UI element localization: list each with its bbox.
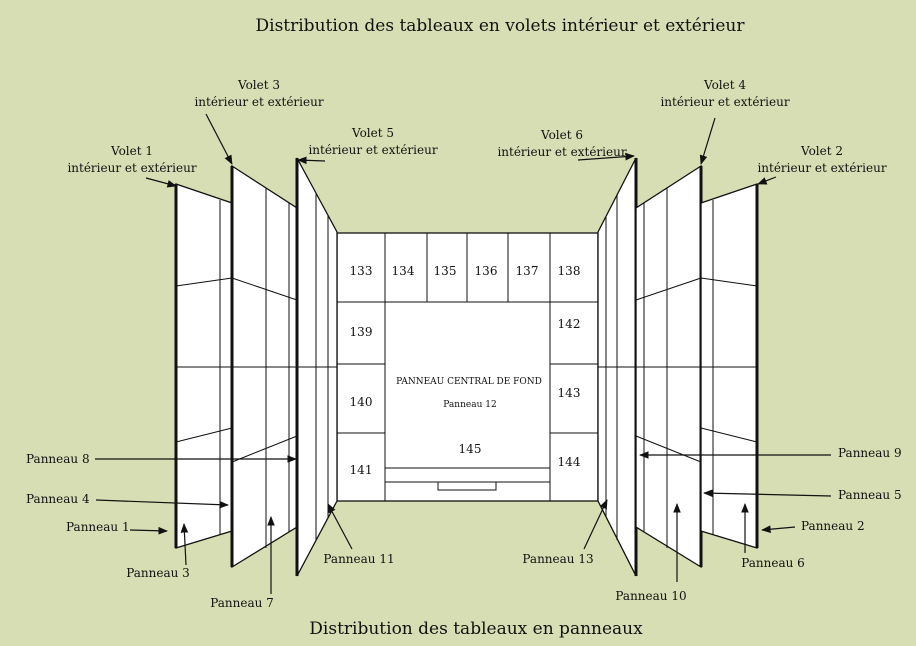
cell-144: 144 — [558, 455, 581, 469]
cell-145: 145 — [459, 442, 482, 456]
cell-133: 133 — [350, 264, 373, 278]
volet-3-sub: intérieur et extérieur — [194, 95, 323, 109]
cell-141: 141 — [350, 463, 373, 477]
cell-139: 139 — [350, 325, 373, 339]
panneau-2-label: Panneau 2 — [801, 519, 865, 533]
volet-2-sub: intérieur et extérieur — [757, 161, 886, 175]
volet-3-label: Volet 3 — [237, 78, 280, 92]
volet-3-arrow — [205, 113, 233, 165]
cell-135: 135 — [434, 264, 457, 278]
central-panel-title: PANNEAU CENTRAL DE FOND — [396, 377, 542, 387]
panneau-7-label: Panneau 7 — [210, 596, 274, 610]
panneau-1-label: Panneau 1 — [66, 520, 130, 534]
volet-6-arrow — [577, 152, 635, 161]
volet-4-arrow — [699, 117, 716, 165]
panneau-5-label: Panneau 5 — [838, 488, 902, 502]
panneau-13-label: Panneau 13 — [522, 552, 593, 566]
panneau-1-arrow — [129, 526, 168, 535]
panneau-11-arrow — [327, 503, 353, 550]
cell-136: 136 — [475, 264, 498, 278]
central-panel-sub: Panneau 12 — [443, 400, 496, 410]
back-wall — [336, 232, 599, 502]
cell-137: 137 — [516, 264, 539, 278]
cell-140: 140 — [350, 395, 373, 409]
volet-2-panel — [700, 183, 759, 549]
cell-138: 138 — [558, 264, 581, 278]
panneau-4-arrow — [95, 499, 229, 509]
panneau-2-arrow — [761, 525, 796, 534]
panneau-13-arrow — [583, 499, 608, 550]
panneau-5-arrow — [703, 489, 832, 498]
volet-6-label: Volet 6 — [540, 128, 583, 142]
panneau-3-arrow — [180, 523, 189, 566]
panneau-4-label: Panneau 4 — [26, 492, 90, 506]
volet-2-label: Volet 2 — [800, 144, 843, 158]
title-bottom: Distribution des tableaux en panneaux — [309, 619, 643, 639]
volet-5-arrow — [297, 156, 326, 165]
panneau-10-label: Panneau 10 — [615, 589, 686, 603]
cell-142: 142 — [558, 317, 581, 331]
panneau-8-label: Panneau 8 — [26, 452, 90, 466]
volet-5-panel — [295, 157, 338, 577]
cell-143: 143 — [558, 386, 581, 400]
volet-1-label: Volet 1 — [110, 144, 153, 158]
volet-5-sub: intérieur et extérieur — [308, 143, 437, 157]
volet-1-sub: intérieur et extérieur — [67, 161, 196, 175]
panneau-9-label: Panneau 9 — [838, 446, 902, 460]
panneau-11-label: Panneau 11 — [323, 552, 394, 566]
volet-1-panel — [174, 183, 233, 549]
volet-6-sub: intérieur et extérieur — [497, 145, 626, 159]
volet-4-sub: intérieur et extérieur — [660, 95, 789, 109]
volet-2-arrow — [757, 176, 777, 185]
panneau-3-label: Panneau 3 — [126, 566, 190, 580]
volet-4-panel — [635, 164, 703, 569]
volet-4-label: Volet 4 — [703, 78, 746, 92]
volet-5-label: Volet 5 — [351, 126, 394, 140]
cell-134: 134 — [392, 264, 415, 278]
title-top: Distribution des tableaux en volets inté… — [256, 16, 746, 36]
volet-1-arrow — [145, 177, 177, 188]
volet-3-panel — [230, 164, 298, 569]
volet-6-panel — [597, 157, 638, 577]
panneau-6-label: Panneau 6 — [741, 556, 805, 570]
